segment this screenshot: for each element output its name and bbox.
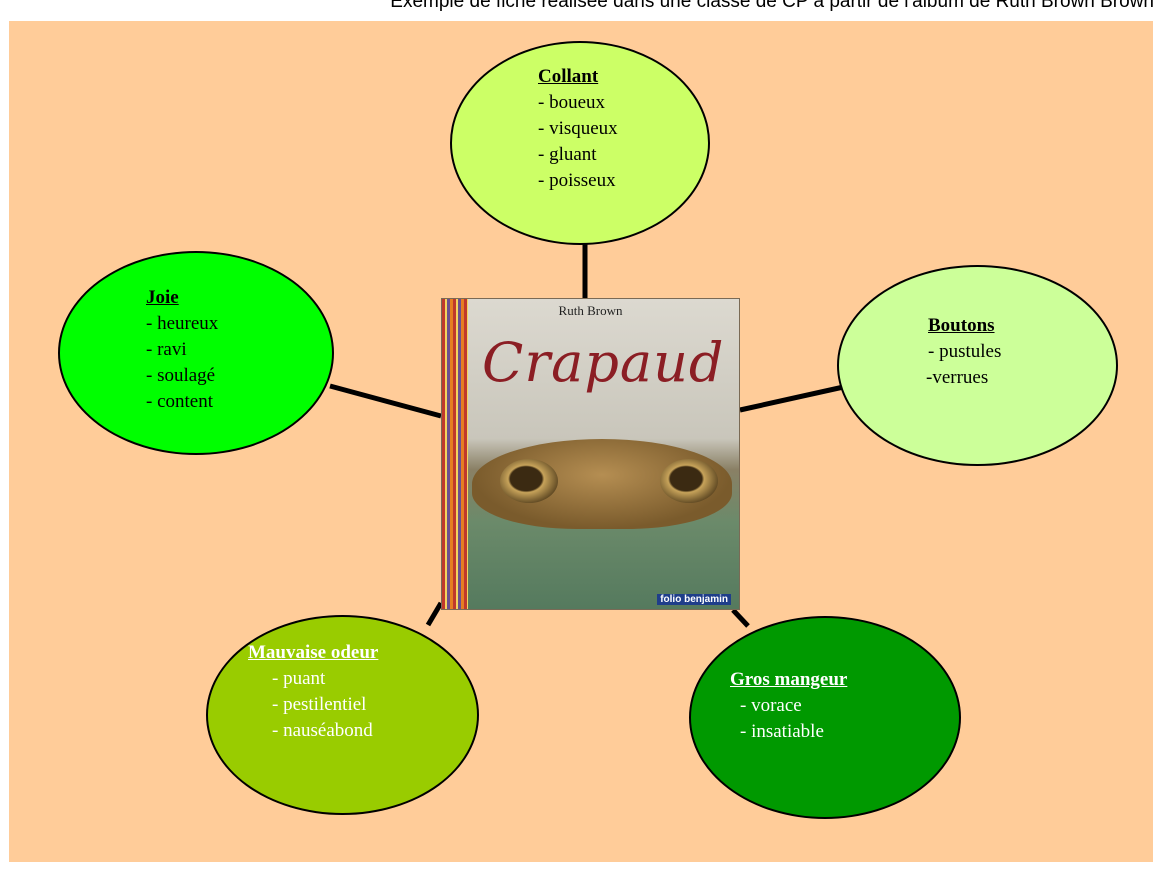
node-gros-ellipse: [689, 616, 961, 819]
node-joie-text: Joie - heureux - ravi - soulagé - conten…: [146, 285, 218, 415]
node-item: - pustules: [928, 341, 1002, 362]
node-item: - pestilentiel: [272, 694, 367, 715]
node-collant-text: Collant - boueux - visqueux - gluant - p…: [538, 64, 618, 194]
node-item: - heureux: [146, 313, 219, 334]
node-item: - boueux: [538, 92, 606, 113]
book-title: Crapaud: [482, 331, 725, 394]
node-heading: Mauvaise odeur: [248, 642, 379, 663]
toad-left-eye: [500, 459, 558, 503]
book-publisher: folio benjamin: [657, 594, 731, 605]
node-gros-text: Gros mangeur - vorace - insatiable: [730, 667, 847, 745]
node-item: - vorace: [740, 695, 802, 716]
node-heading: Gros mangeur: [730, 669, 848, 690]
node-boutons-ellipse: [837, 265, 1118, 466]
connector-gros: [731, 608, 750, 628]
node-mauvaise-ellipse: [206, 615, 479, 815]
node-item: - content: [146, 391, 214, 412]
node-item: - puant: [272, 668, 326, 689]
node-item: - insatiable: [740, 721, 824, 742]
node-joie-ellipse: [58, 251, 334, 455]
node-heading: Boutons: [928, 315, 995, 336]
toad-right-eye: [660, 459, 718, 503]
node-heading: Joie: [146, 287, 179, 308]
node-heading: Collant: [538, 66, 599, 87]
page-caption: Exemple de fiche réalisée dans une class…: [390, 0, 1154, 12]
book-author: Ruth Brown: [558, 303, 623, 318]
node-collant-ellipse: [450, 41, 710, 245]
node-item: - visqueux: [538, 118, 618, 139]
node-item: - gluant: [538, 144, 597, 165]
node-boutons-text: Boutons - pustules -verrues: [922, 313, 1001, 391]
connector-boutons: [739, 383, 849, 413]
node-item: - poisseux: [538, 170, 616, 191]
node-item: -verrues: [926, 367, 989, 388]
node-item: - ravi: [146, 339, 187, 360]
book-cover-image: Ruth Brown Crapaud folio benjamin: [441, 298, 740, 610]
connector-joie: [329, 383, 442, 419]
node-mauvaise-text: Mauvaise odeur - puant - pestilentiel - …: [248, 640, 378, 744]
node-item: - soulagé: [146, 365, 216, 386]
node-item: - nauséabond: [272, 720, 373, 741]
book-spine: [442, 299, 468, 609]
connector-mauvaise: [425, 601, 444, 627]
